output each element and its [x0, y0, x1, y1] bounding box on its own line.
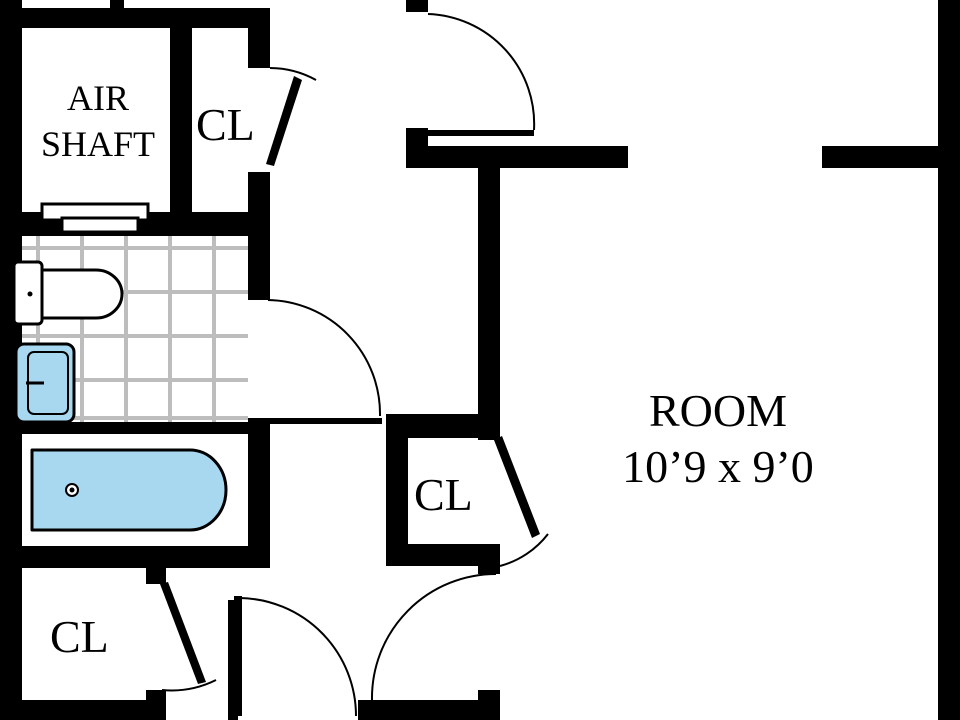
closet-door-bottom [160, 582, 206, 684]
closet-label-bottom: CL [50, 611, 109, 662]
air-shaft-label-line1: AIR [67, 78, 129, 118]
closet-label-middle: CL [414, 469, 473, 520]
air-shaft-label-line2: SHAFT [41, 124, 155, 164]
room-dimensions-label: 10’9 x 9’0 [622, 441, 814, 492]
drain-icon [65, 483, 79, 497]
bathroom-door [266, 418, 382, 424]
closet-label-top: CL [196, 99, 255, 150]
sink-icon [14, 342, 76, 424]
entry-door-top [426, 130, 534, 136]
closet-door-top [266, 76, 302, 166]
room-door-bottom [368, 700, 376, 720]
bathtub-icon [30, 448, 228, 532]
toilet-icon [12, 260, 124, 326]
doors [160, 13, 549, 720]
air-shaft-window [40, 202, 150, 234]
hall-door-left [234, 596, 242, 716]
room-name-label: ROOM [649, 385, 787, 436]
closet-door-middle [494, 436, 540, 538]
